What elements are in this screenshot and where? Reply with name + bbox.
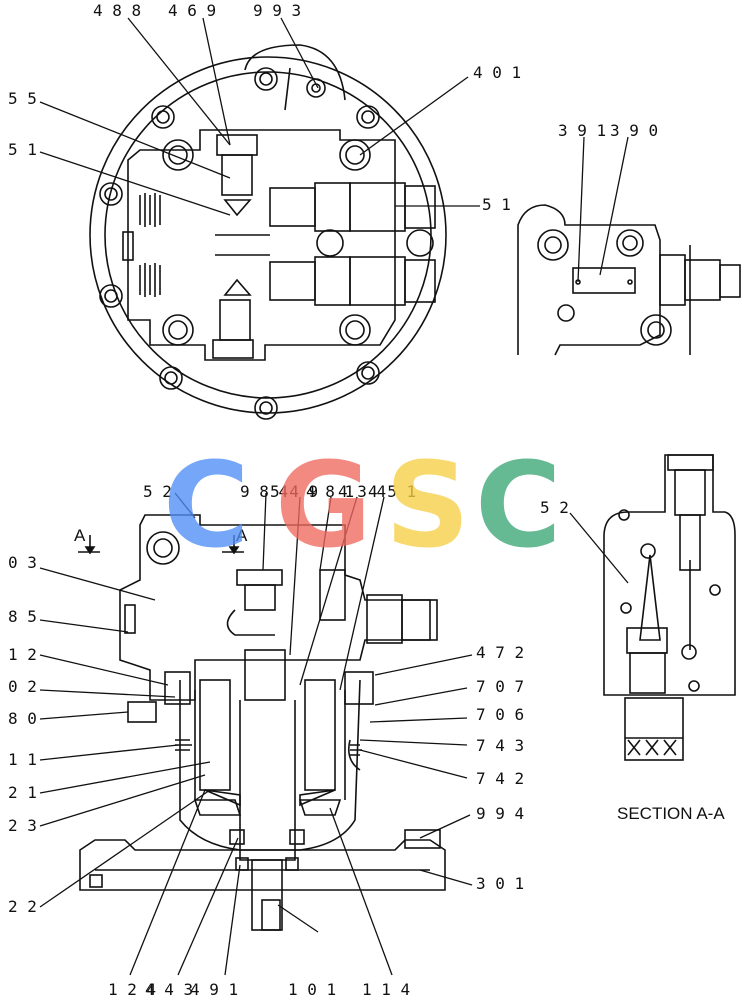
label-22: 2 2 [8, 897, 37, 916]
label-549: 5 4 9 [270, 482, 318, 501]
label-02: 0 2 [8, 677, 37, 696]
section-cut-markers [78, 535, 244, 555]
label-469: 4 6 9 [168, 1, 216, 20]
label-443: 4 4 3 [145, 980, 193, 999]
label-52-a: 5 2 [143, 482, 172, 501]
callout-labels: 4 8 8 4 6 9 9 9 3 4 0 1 5 5 5 1 5 1 3 9 … [8, 1, 725, 999]
label-80: 8 0 [8, 709, 37, 728]
label-12: 1 2 [8, 645, 37, 664]
label-124: 1 2 4 [108, 980, 156, 999]
label-101: 1 0 1 [288, 980, 336, 999]
label-491: 4 9 1 [190, 980, 238, 999]
label-23: 2 3 [8, 816, 37, 835]
label-11: 1 1 [8, 750, 37, 769]
section-a-a-drawing [603, 454, 736, 761]
label-707: 7 0 7 [476, 677, 524, 696]
label-984: 9 8 4 [240, 482, 288, 501]
label-301: 3 0 1 [476, 874, 524, 893]
label-51-a: 5 1 [8, 140, 37, 159]
label-401: 4 0 1 [473, 63, 521, 82]
label-481: 4 8 1 [306, 482, 354, 501]
section-marker-a-left: A [74, 526, 86, 545]
watermark-letter-4: C [475, 436, 562, 574]
label-51-b: 5 1 [482, 195, 511, 214]
main-section-drawing [79, 514, 446, 931]
label-706: 7 0 6 [476, 705, 524, 724]
label-114: 1 1 4 [362, 980, 410, 999]
label-994: 9 9 4 [476, 804, 524, 823]
label-472: 4 7 2 [476, 643, 524, 662]
label-451: 4 5 1 [368, 482, 416, 501]
label-742: 7 4 2 [476, 769, 524, 788]
watermark-letter-1: C [163, 436, 250, 574]
label-390: 3 9 0 [610, 121, 658, 140]
section-marker-a-right: A [236, 526, 248, 545]
top-view-drawing [89, 44, 447, 420]
label-52-b: 5 2 [540, 498, 569, 517]
label-85: 8 5 [8, 607, 37, 626]
label-55: 5 5 [8, 89, 37, 108]
label-743: 7 4 3 [476, 736, 524, 755]
watermark-letter-3: S [385, 436, 470, 574]
label-03: 0 3 [8, 553, 37, 572]
watermark-letter-2: G [275, 436, 372, 574]
label-993: 9 9 3 [253, 1, 301, 20]
cgsc-watermark: C G S C [163, 436, 562, 574]
label-434: 4 3 4 [338, 482, 386, 501]
side-detail-drawing [517, 204, 741, 356]
label-21: 2 1 [8, 783, 37, 802]
section-title: SECTION A-A [617, 804, 725, 823]
leader-lines [39, 17, 629, 976]
label-488: 4 8 8 [93, 1, 141, 20]
label-391: 3 9 1 [558, 121, 606, 140]
